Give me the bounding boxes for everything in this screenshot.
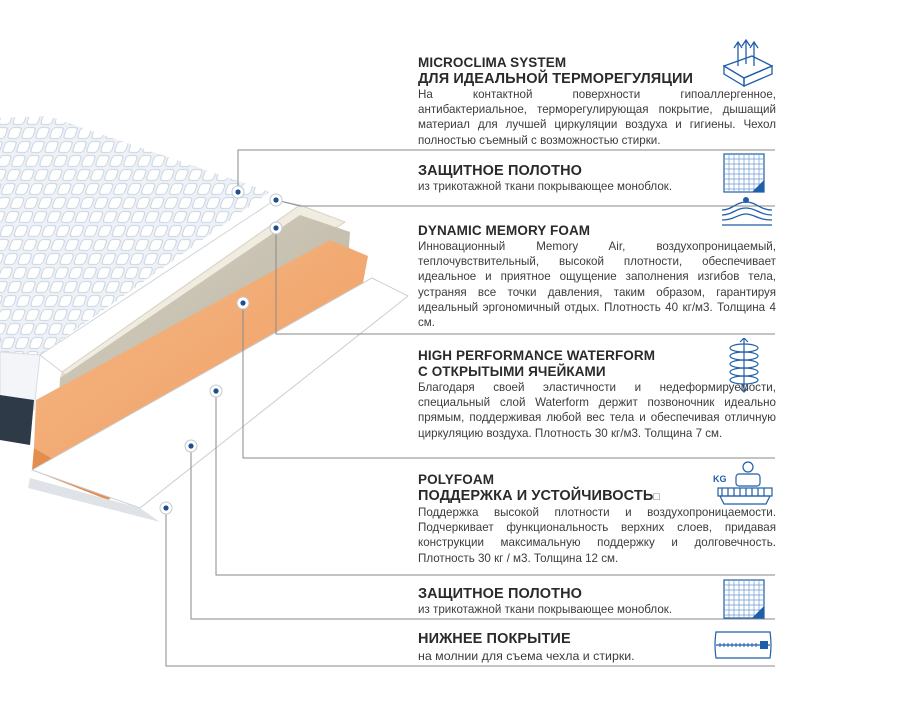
section-bottom-cover: НИЖНЕЕ ПОКРЫТИЕ на молнии для съема чехл… <box>418 631 776 664</box>
section-title: НИЖНЕЕ ПОКРЫТИЕ <box>418 631 571 647</box>
kg-label: KG <box>713 474 727 484</box>
section-description: Поддержка высокой плотности и воздухопро… <box>418 506 776 565</box>
section-protective-sheet-bottom: ЗАЩИТНОЕ ПОЛОТНО из трикотажной ткани по… <box>418 586 776 617</box>
section-subtitle: С ОТКРЫТЫМИ ЯЧЕЙКАМИ <box>418 364 606 379</box>
section-description: Инновационный Memory Air, воздухопроница… <box>418 240 776 330</box>
section-subtitle: ПОДДЕРЖКА И УСТОЙЧИВОСТЬ□ <box>418 488 776 505</box>
section-polyfoam: POLYFOAM ПОДДЕРЖКА И УСТОЙЧИВОСТЬ□ Подде… <box>418 472 776 566</box>
section-subtitle: ДЛЯ ИДЕАЛЬНОЙ ТЕРМОРЕГУЛЯЦИИ <box>418 71 694 87</box>
callout-dot <box>159 501 173 515</box>
callout-dot <box>269 221 283 235</box>
section-title: HIGH PERFORMANCE WATERFORM <box>418 348 656 363</box>
memory-foam-icon <box>721 197 773 226</box>
zipper-cover-icon <box>714 631 772 659</box>
section-waterform: HIGH PERFORMANCE WATERFORM С ОТКРЫТЫМИ Я… <box>418 348 776 441</box>
section-subtitle-text: ПОДДЕРЖКА И УСТОЙЧИВОСТЬ <box>418 488 654 504</box>
callout-dot <box>269 193 283 207</box>
callout-dot <box>236 296 250 310</box>
section-dynamic-memory-foam: DYNAMIC MEMORY FOAM Инновационный Memory… <box>418 223 776 330</box>
weight-support-icon: KG <box>713 461 773 505</box>
knit-fabric-icon <box>723 579 765 619</box>
section-title: POLYFOAM <box>418 472 495 487</box>
quilted-top-cover <box>0 116 270 445</box>
section-title: MICROCLIMA SYSTEM <box>418 55 567 70</box>
section-description: Благодаря своей эластичности и недеформи… <box>418 381 776 440</box>
section-description: из трикотажной ткани покрывающее монобло… <box>418 180 673 193</box>
callout-dots <box>159 185 283 515</box>
section-title: DYNAMIC MEMORY FOAM <box>418 223 591 238</box>
subtitle-glyph: □ <box>653 491 661 503</box>
callout-dot <box>209 384 223 398</box>
section-protective-sheet-top: ЗАЩИТНОЕ ПОЛОТНО из трикотажной ткани по… <box>418 163 776 194</box>
leader-lines <box>165 149 775 667</box>
bottom-cover-layer <box>28 478 160 522</box>
section-description: на молнии для съема чехла и стирки. <box>418 649 635 663</box>
knit-fabric-icon <box>723 153 765 193</box>
section-description: На контактной поверхности гипоаллергенно… <box>418 88 776 147</box>
section-description: из трикотажной ткани покрывающее монобло… <box>418 603 673 616</box>
section-title: ЗАЩИТНОЕ ПОЛОТНО <box>418 163 583 179</box>
section-title: ЗАЩИТНОЕ ПОЛОТНО <box>418 586 583 602</box>
breathable-cover-icon <box>722 38 774 88</box>
callout-dot <box>184 439 198 453</box>
spring-spiral-icon <box>729 338 759 393</box>
section-microclima-system: MICROCLIMA SYSTEM ДЛЯ ИДЕАЛЬНОЙ ТЕРМОРЕГ… <box>418 55 776 148</box>
callout-dot <box>231 185 245 199</box>
